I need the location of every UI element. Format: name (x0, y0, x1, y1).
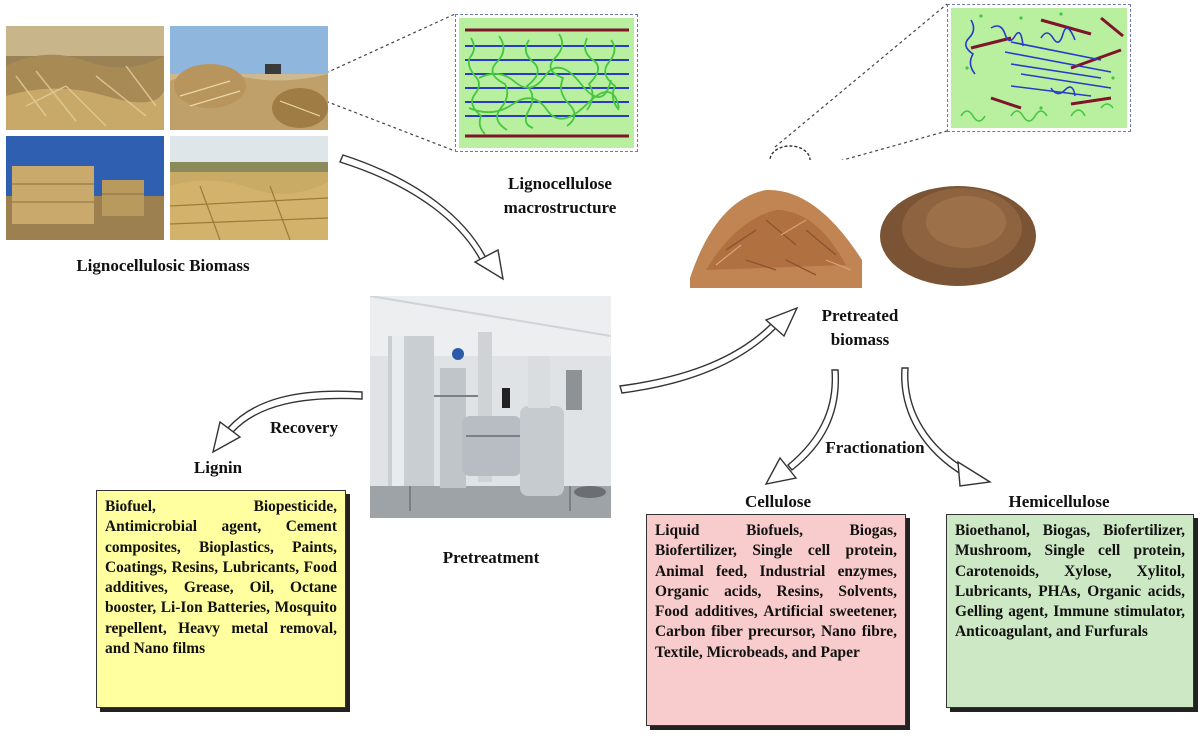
arrow-to-cellulose (764, 369, 840, 485)
cellulose-label: Cellulose (744, 492, 812, 511)
arrow-biomass-to-pretreatment (339, 154, 504, 281)
pretreated-structure-drawing (951, 8, 1127, 128)
pretreated-label-line2: biomass (830, 330, 890, 349)
biomass-photo-straw-pile (6, 26, 164, 130)
lignocellulose-macrostructure-inset (455, 14, 638, 152)
zoom-guide-line (314, 13, 456, 79)
hemicellulose-applications-box: Bioethanol, Biogas, Biofertilizer, Mushr… (946, 514, 1194, 708)
hemicellulose-label: Hemicellulose (1008, 492, 1110, 511)
biomass-photo-bales (6, 136, 164, 240)
lignin-label: Lignin (193, 458, 243, 477)
cellulose-applications-box: Liquid Biofuels, Biogas, Biofertilizer, … (646, 514, 906, 726)
fractionation-label: Fractionation (825, 438, 925, 457)
zoom-guide-line (774, 3, 948, 148)
biomass-photo-harvest-field (170, 26, 328, 130)
arrow-recovery-to-lignin (211, 390, 363, 454)
pretreated-label-line1: Pretreated (821, 306, 899, 325)
macrostructure-label-line1: Lignocellulose (508, 174, 612, 193)
arrow-to-hemicellulose (901, 367, 993, 487)
biomass-photo-dry-grass (170, 136, 328, 240)
recovery-label: Recovery (270, 418, 338, 437)
pretreated-biomass-photo-powder (868, 160, 1040, 290)
lignin-applications-text: Biofuel, Biopesticide, Antimicrobial age… (105, 498, 337, 658)
hemicellulose-applications-text: Bioethanol, Biogas, Biofertilizer, Mushr… (955, 522, 1185, 641)
pretreated-macrostructure-inset (947, 4, 1131, 132)
arrow-pretreatment-to-pretreated (619, 306, 799, 394)
zoom-guide-line (314, 96, 456, 152)
pretreatment-label: Pretreatment (442, 548, 540, 567)
macrostructure-label: Lignocellulose macrostructure (490, 172, 630, 220)
pretreated-biomass-label: Pretreated biomass (800, 304, 920, 352)
macrostructure-label-line2: macrostructure (503, 198, 617, 217)
pretreated-biomass-photo-fibers (686, 160, 864, 290)
pretreatment-reactor-photo (370, 296, 611, 518)
lignin-applications-box: Biofuel, Biopesticide, Antimicrobial age… (96, 490, 346, 708)
cellulose-applications-text: Liquid Biofuels, Biogas, Biofertilizer, … (655, 522, 897, 661)
macrostructure-drawing (459, 18, 634, 148)
biomass-label: Lignocellulosic Biomass (76, 256, 250, 275)
